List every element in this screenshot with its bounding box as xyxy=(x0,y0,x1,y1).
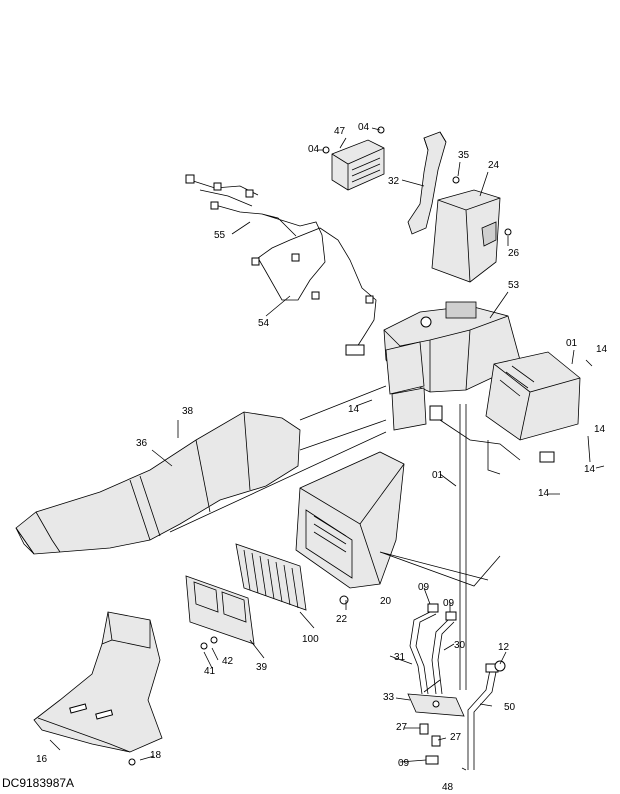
control-module-47 xyxy=(322,126,385,191)
part-label-50: 50 xyxy=(504,702,516,713)
part-label-09: 09 xyxy=(443,598,455,609)
part-label-53: 53 xyxy=(508,280,520,291)
part-label-14: 14 xyxy=(594,424,606,435)
drawing-code: DC9183987A xyxy=(2,776,75,790)
part-label-41: 41 xyxy=(204,666,216,677)
part-label-42: 42 xyxy=(222,656,234,667)
part-label-31: 31 xyxy=(394,652,406,663)
part-label-01: 01 xyxy=(566,338,578,349)
part-label-33: 33 xyxy=(383,692,395,703)
part-label-55: 55 xyxy=(214,230,226,241)
part-label-14: 14 xyxy=(584,464,596,475)
part-label-14: 14 xyxy=(538,488,550,499)
part-label-14: 14 xyxy=(348,404,360,415)
duct-16 xyxy=(33,611,163,766)
part-label-26: 26 xyxy=(508,248,520,259)
part-label-48: 48 xyxy=(442,782,454,793)
filter-housing-20 xyxy=(295,451,405,589)
part-label-100: 100 xyxy=(302,634,319,645)
part-label-27: 27 xyxy=(396,722,408,733)
part-label-54: 54 xyxy=(258,318,270,329)
part-label-47: 47 xyxy=(334,126,346,137)
duct-32 xyxy=(407,131,460,235)
part-label-09: 09 xyxy=(418,582,430,593)
part-label-32: 32 xyxy=(388,176,400,187)
hoses-and-plate xyxy=(407,603,465,765)
part-number-labels: 47 04 04 35 24 32 26 55 53 54 01 14 14 38 36 14 01 14 14 20… xyxy=(36,122,608,793)
drain-pipe-50 xyxy=(467,660,506,770)
part-label-04: 04 xyxy=(308,144,320,155)
part-label-16: 16 xyxy=(36,754,48,765)
duct-36 xyxy=(15,411,301,555)
part-label-04: 04 xyxy=(358,122,370,133)
duct-24 xyxy=(431,189,512,283)
part-label-14: 14 xyxy=(596,344,608,355)
part-label-36: 36 xyxy=(136,438,148,449)
part-label-01: 01 xyxy=(432,470,444,481)
part-label-22: 22 xyxy=(336,614,348,625)
part-label-20: 20 xyxy=(380,596,392,607)
part-label-27: 27 xyxy=(450,732,462,743)
wire-harness-55 xyxy=(185,174,377,356)
part-label-09: 09 xyxy=(398,758,410,769)
part-label-39: 39 xyxy=(256,662,268,673)
exploded-view-artwork xyxy=(15,126,605,771)
leader-lines xyxy=(49,127,605,771)
part-label-35: 35 xyxy=(458,150,470,161)
part-label-30: 30 xyxy=(454,640,466,651)
part-label-18: 18 xyxy=(150,750,162,761)
part-label-38: 38 xyxy=(182,406,194,417)
part-label-12: 12 xyxy=(498,642,510,653)
part-label-24: 24 xyxy=(488,160,500,171)
hvac-unit-53 xyxy=(383,301,581,475)
filter-100 xyxy=(235,543,307,611)
